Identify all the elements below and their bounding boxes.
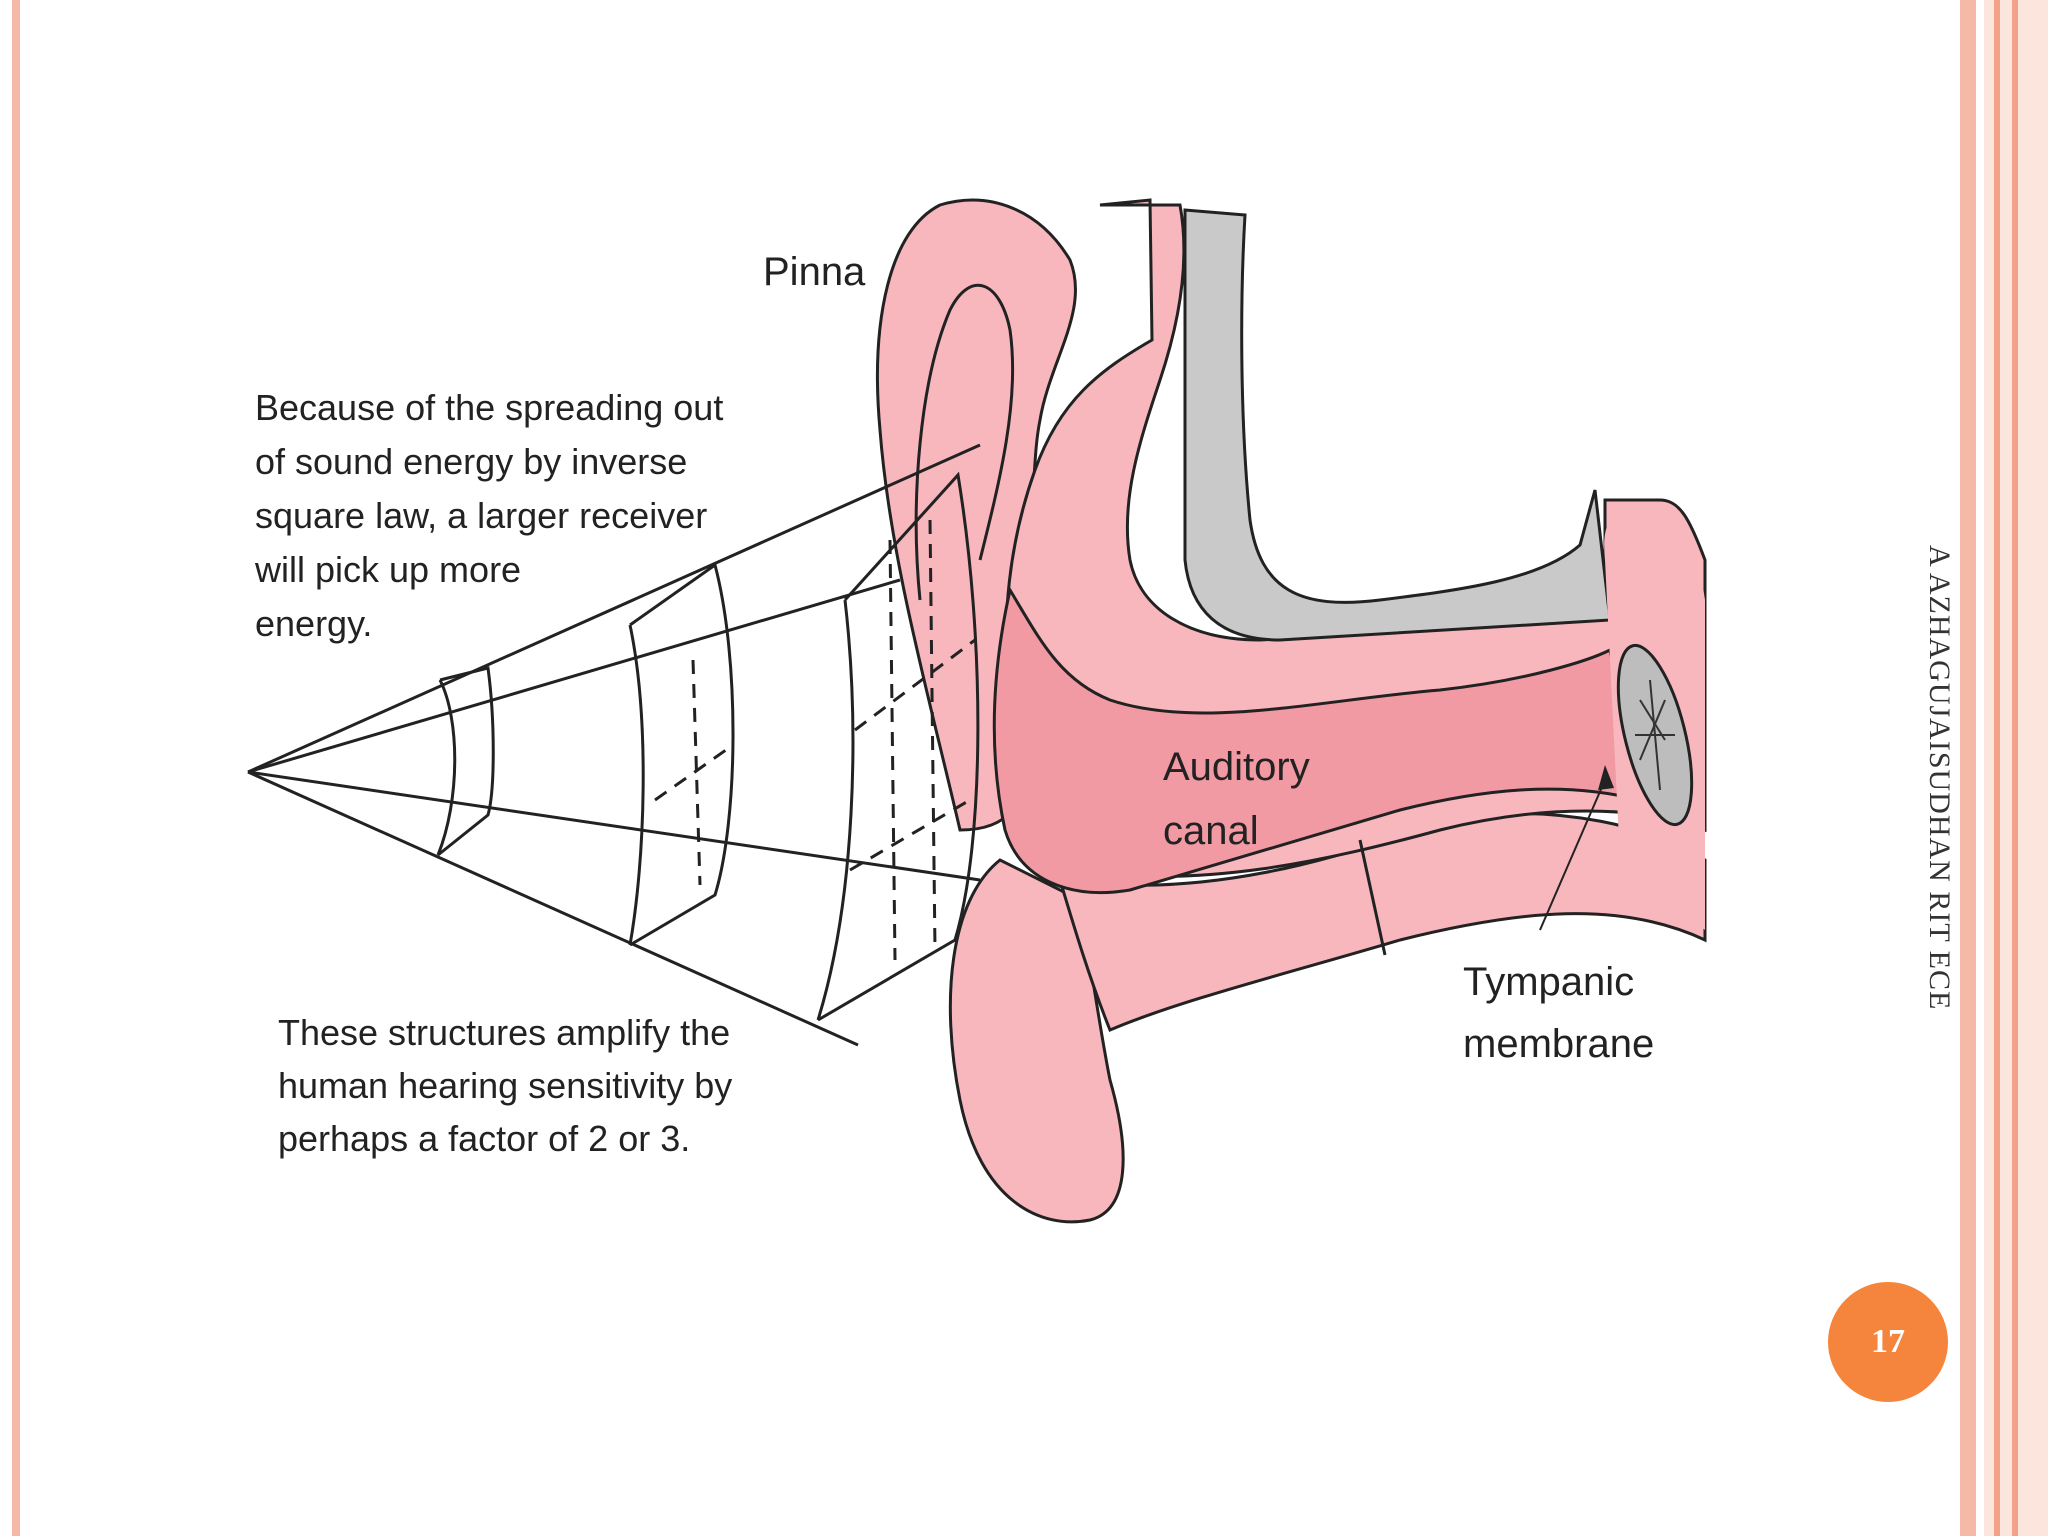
note-spreading-line: square law, a larger receiver xyxy=(255,495,707,536)
label-tympanic-membrane: Tympanic membrane xyxy=(1463,960,1654,1066)
tympanic-arrowhead xyxy=(1598,765,1614,790)
left-frame-stripe xyxy=(12,0,20,1536)
cone-surface-2 xyxy=(628,562,735,947)
cone-ray-bottom xyxy=(247,770,859,1047)
cone-ray-mid xyxy=(247,578,901,774)
note-spreading-line: of sound energy by inverse xyxy=(255,441,687,482)
tympanic-hatching xyxy=(1635,679,1675,791)
right-frame-stripe xyxy=(1960,0,1976,1536)
cone-surface-3 xyxy=(816,471,980,1022)
cone-ray-low xyxy=(247,770,981,882)
right-frame-line-1 xyxy=(1994,0,2000,1536)
label-pinna: Pinna xyxy=(763,250,866,294)
note-spreading-line: energy. xyxy=(255,603,372,644)
tympanic-leader xyxy=(1539,779,1606,931)
note-spreading-line: will pick up more xyxy=(254,549,521,590)
note-amplify-line: human hearing sensitivity by xyxy=(278,1065,732,1106)
cone-ray-top xyxy=(247,443,981,774)
right-frame-line-2 xyxy=(2012,0,2018,1536)
page-number-badge: 17 xyxy=(1828,1282,1948,1402)
cone-dashes xyxy=(654,519,976,961)
note-amplify: These structures amplify the human heari… xyxy=(278,1012,742,1159)
note-spreading: Because of the spreading out of sound en… xyxy=(254,387,733,644)
note-spreading-line: Because of the spreading out xyxy=(255,387,723,428)
auditory-canal xyxy=(992,586,1642,894)
note-amplify-line: perhaps a factor of 2 or 3. xyxy=(278,1118,690,1159)
label-tympanic-line: Tympanic xyxy=(1463,960,1634,1004)
canal-boundary xyxy=(1358,839,1387,956)
label-auditory-canal-line: Auditory xyxy=(1163,745,1310,789)
sound-cone xyxy=(247,443,981,1047)
ear-lobe xyxy=(948,858,1125,1224)
pinna-fold xyxy=(914,283,1015,601)
temporal-bone xyxy=(1183,208,1612,642)
cone-surface-1 xyxy=(436,666,495,857)
label-auditory-canal-line: canal xyxy=(1163,809,1259,853)
label-auditory-canal: Auditory canal xyxy=(1163,745,1321,853)
label-tympanic-line: membrane xyxy=(1463,1022,1654,1066)
note-amplify-line: These structures amplify the xyxy=(278,1012,730,1053)
author-side-label: A AZHAGUJAISUDHAN RIT ECE xyxy=(1923,545,1956,1011)
